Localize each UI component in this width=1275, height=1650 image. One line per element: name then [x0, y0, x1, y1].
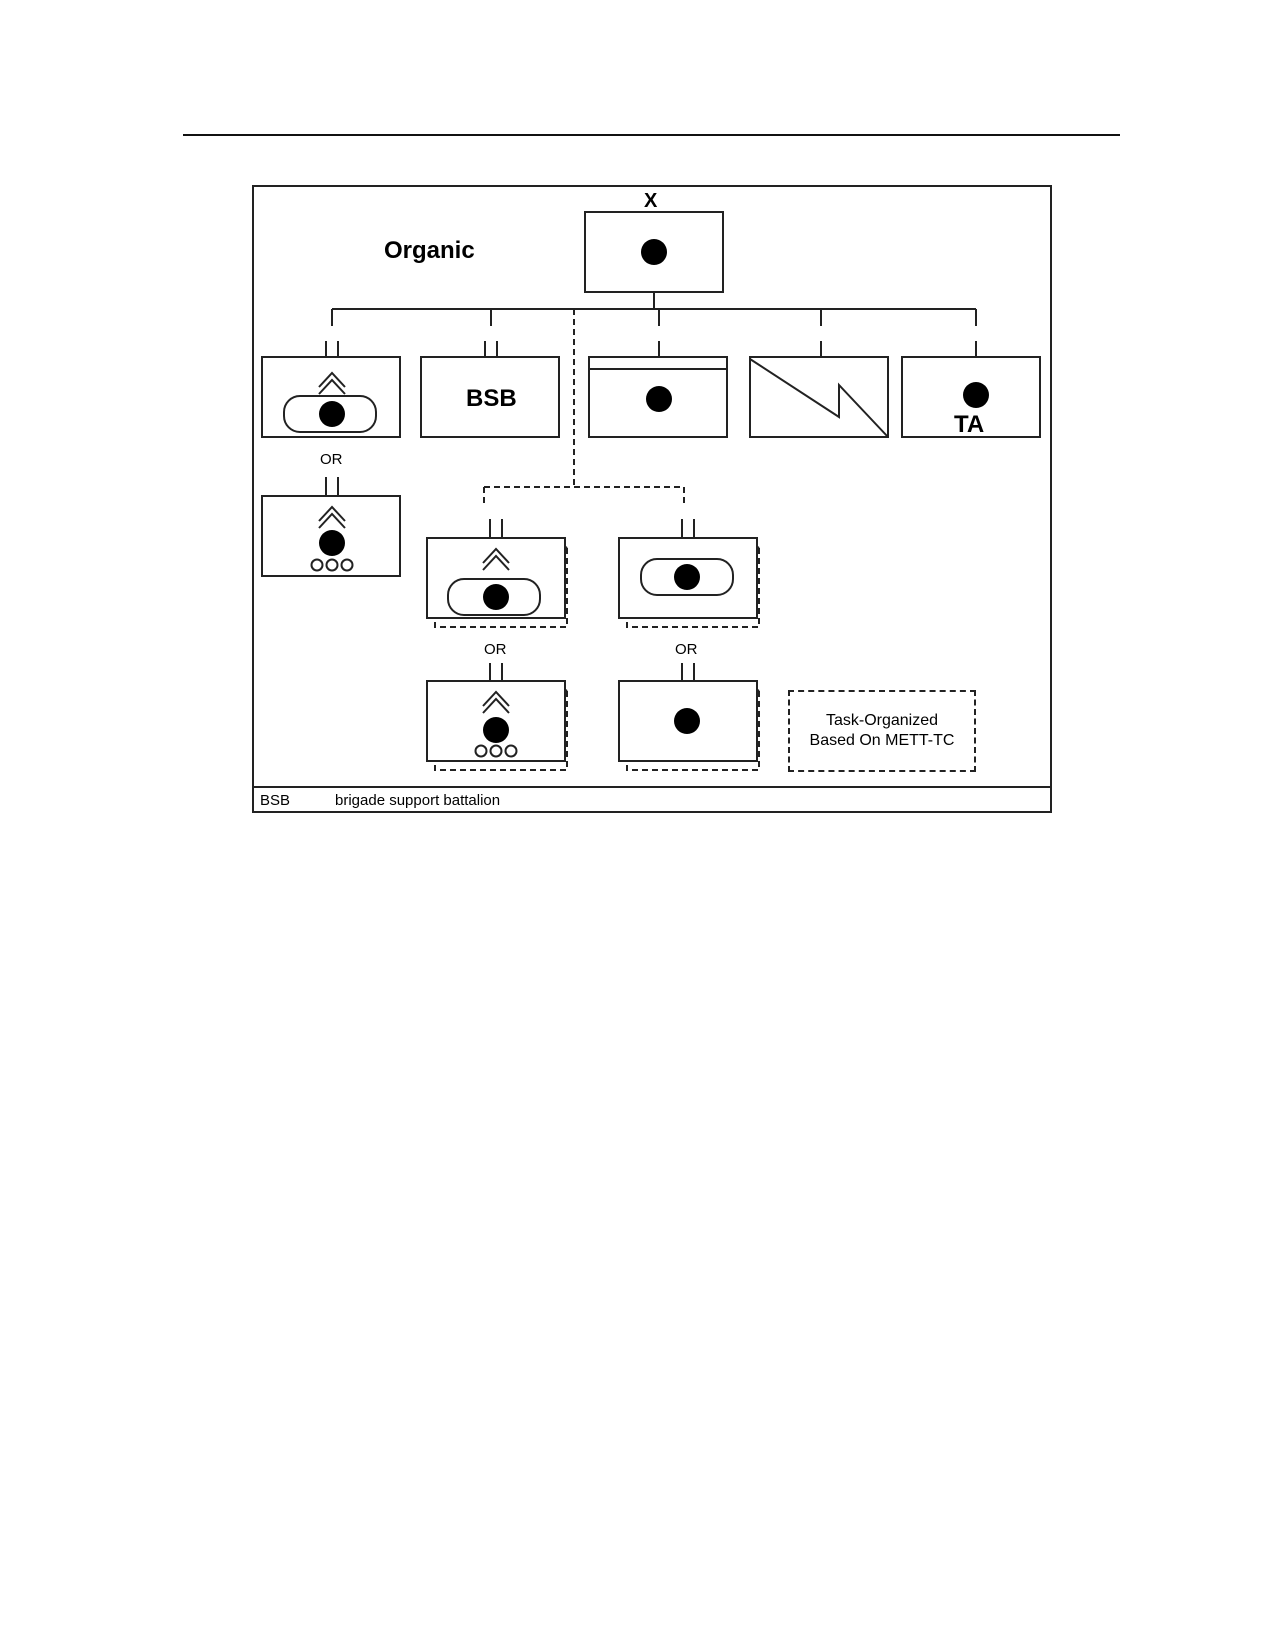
legend-abbreviation: BSB: [260, 792, 291, 809]
bsb-box: [420, 356, 560, 438]
legend-footer: BSB brigade support battalion: [254, 786, 1050, 811]
or-label: OR: [675, 641, 698, 658]
legend-definition: brigade support battalion: [335, 792, 501, 809]
note-line-2: Based On METT-TC: [809, 732, 955, 749]
bsb-unit-label: BSB: [466, 385, 517, 412]
unit-box-1-alt: [261, 495, 401, 577]
unit-box-3: [588, 356, 728, 438]
unit-box-4: [749, 356, 889, 438]
or-label: OR: [484, 641, 507, 658]
brigade-echelon-marker: X: [644, 190, 658, 212]
org-chart-lines: [261, 211, 1041, 771]
ta-box: [901, 356, 1041, 438]
or-label: OR: [320, 451, 343, 468]
note-line-1: Task-Organized: [825, 712, 939, 729]
unit-box-1: [261, 356, 401, 438]
task-organized-note: Task-Organized Based On METT-TC: [788, 690, 976, 772]
page-top-rule: [183, 134, 1120, 136]
org-chart-figure: Organic X BSB TA OR OR OR Task-Organized…: [252, 185, 1052, 813]
ta-unit-label: TA: [954, 411, 985, 438]
organic-title: Organic: [384, 237, 475, 264]
